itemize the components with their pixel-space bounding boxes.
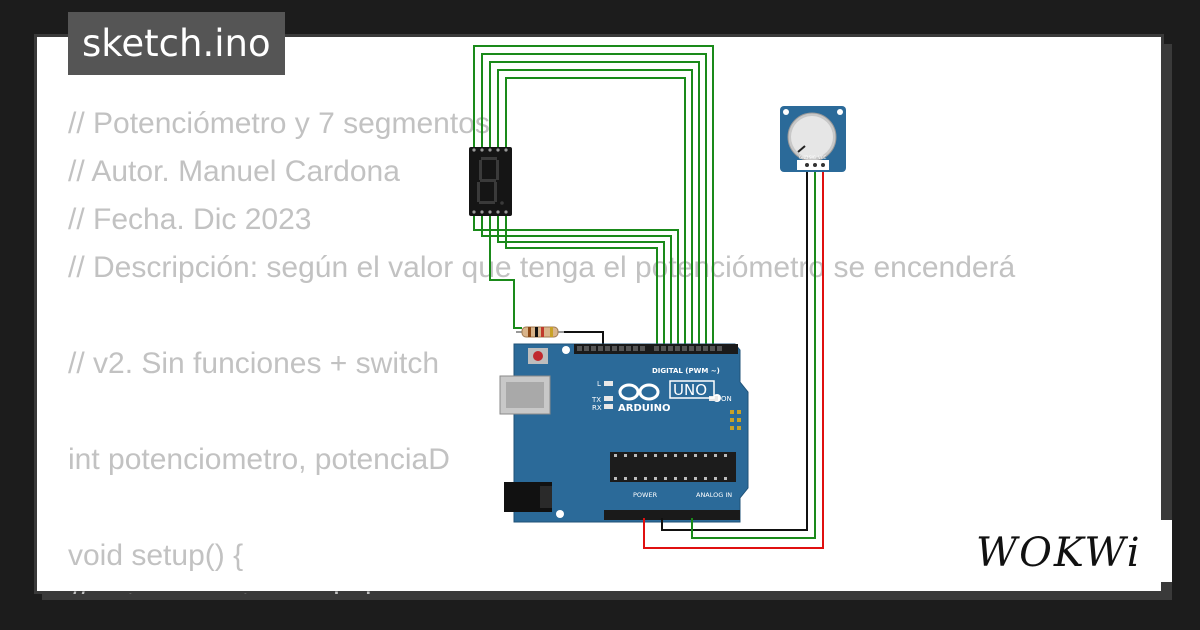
code-line: int potenciometro, potenciaD	[68, 443, 450, 476]
arduino-uno-board[interactable]: L TX RX ON UNO ARDUINO DIGITAL (PWM ~)	[499, 343, 749, 523]
code-line: // Autor. Manuel Cardona	[68, 155, 400, 188]
led-tx-label: TX	[591, 396, 601, 404]
arduino-infinity-icon	[618, 383, 660, 401]
brand-label: ARDUINO	[618, 403, 670, 414]
resistor[interactable]	[516, 326, 564, 338]
pot-pin-vcc: VCC	[818, 155, 827, 160]
digital-label: DIGITAL (PWM ~)	[652, 367, 720, 375]
code-line: // Descripción: según el valor que tenga…	[68, 251, 1016, 284]
wokwi-logo: WOKWi	[972, 520, 1172, 582]
led-rx-label: RX	[592, 404, 602, 412]
display-bottom-wires	[473, 214, 679, 346]
code-editor[interactable]: // Potenciómetro y 7 segmentos // Autor.…	[68, 100, 1132, 594]
pot-gnd-wire	[661, 169, 808, 531]
pot-pin-gnd: GND	[799, 155, 808, 160]
potentiometer[interactable]: GND SIG VCC	[780, 106, 846, 172]
power-label: POWER	[633, 491, 658, 499]
segment-icon	[477, 157, 504, 205]
model-label: UNO	[673, 381, 707, 399]
analog-label: ANALOG IN	[696, 491, 732, 499]
on-label: ON	[721, 395, 732, 403]
code-line: // Potenciómetro y 7 segmentos	[68, 107, 490, 140]
icsp-header	[730, 410, 741, 430]
code-line: // Fecha. Dic 2023	[68, 203, 312, 236]
file-tab[interactable]: sketch.ino	[68, 12, 285, 75]
code-line: // v2. Sin funciones + switch	[68, 347, 440, 380]
led-l-label: L	[597, 380, 601, 388]
knob-icon[interactable]	[791, 116, 833, 158]
pot-pin-sig: SIG	[809, 155, 816, 160]
seven-segment-display[interactable]	[469, 147, 512, 216]
code-line: void setup() {	[68, 539, 244, 572]
power-analog-header[interactable]	[604, 510, 740, 520]
code-line: // put your setup code here	[68, 580, 1132, 594]
pot-vcc-wire	[643, 169, 824, 549]
pot-signal-wire	[691, 169, 816, 539]
atmega-chip	[610, 452, 736, 482]
resistor-gnd-wire	[562, 331, 604, 348]
display-top-wires	[473, 45, 714, 346]
wokwi-logo-text: WOKWi	[976, 530, 1142, 576]
